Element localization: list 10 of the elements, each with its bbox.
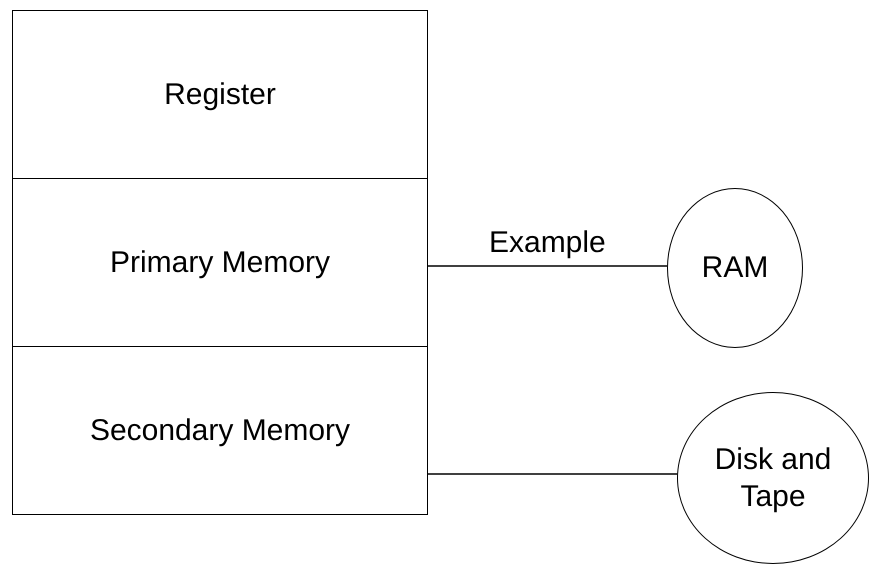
memory-level-box [12,346,428,515]
node-label: Primary Memory [110,244,330,281]
node-label: Disk and Tape [714,442,832,515]
connector-line [428,473,678,475]
node-label: Secondary Memory [90,412,350,449]
node-label: Register [164,76,276,113]
node-label: RAM [702,250,768,286]
memory-level-box [12,10,428,179]
memory-level-box [12,178,428,347]
connector-line [428,265,668,267]
